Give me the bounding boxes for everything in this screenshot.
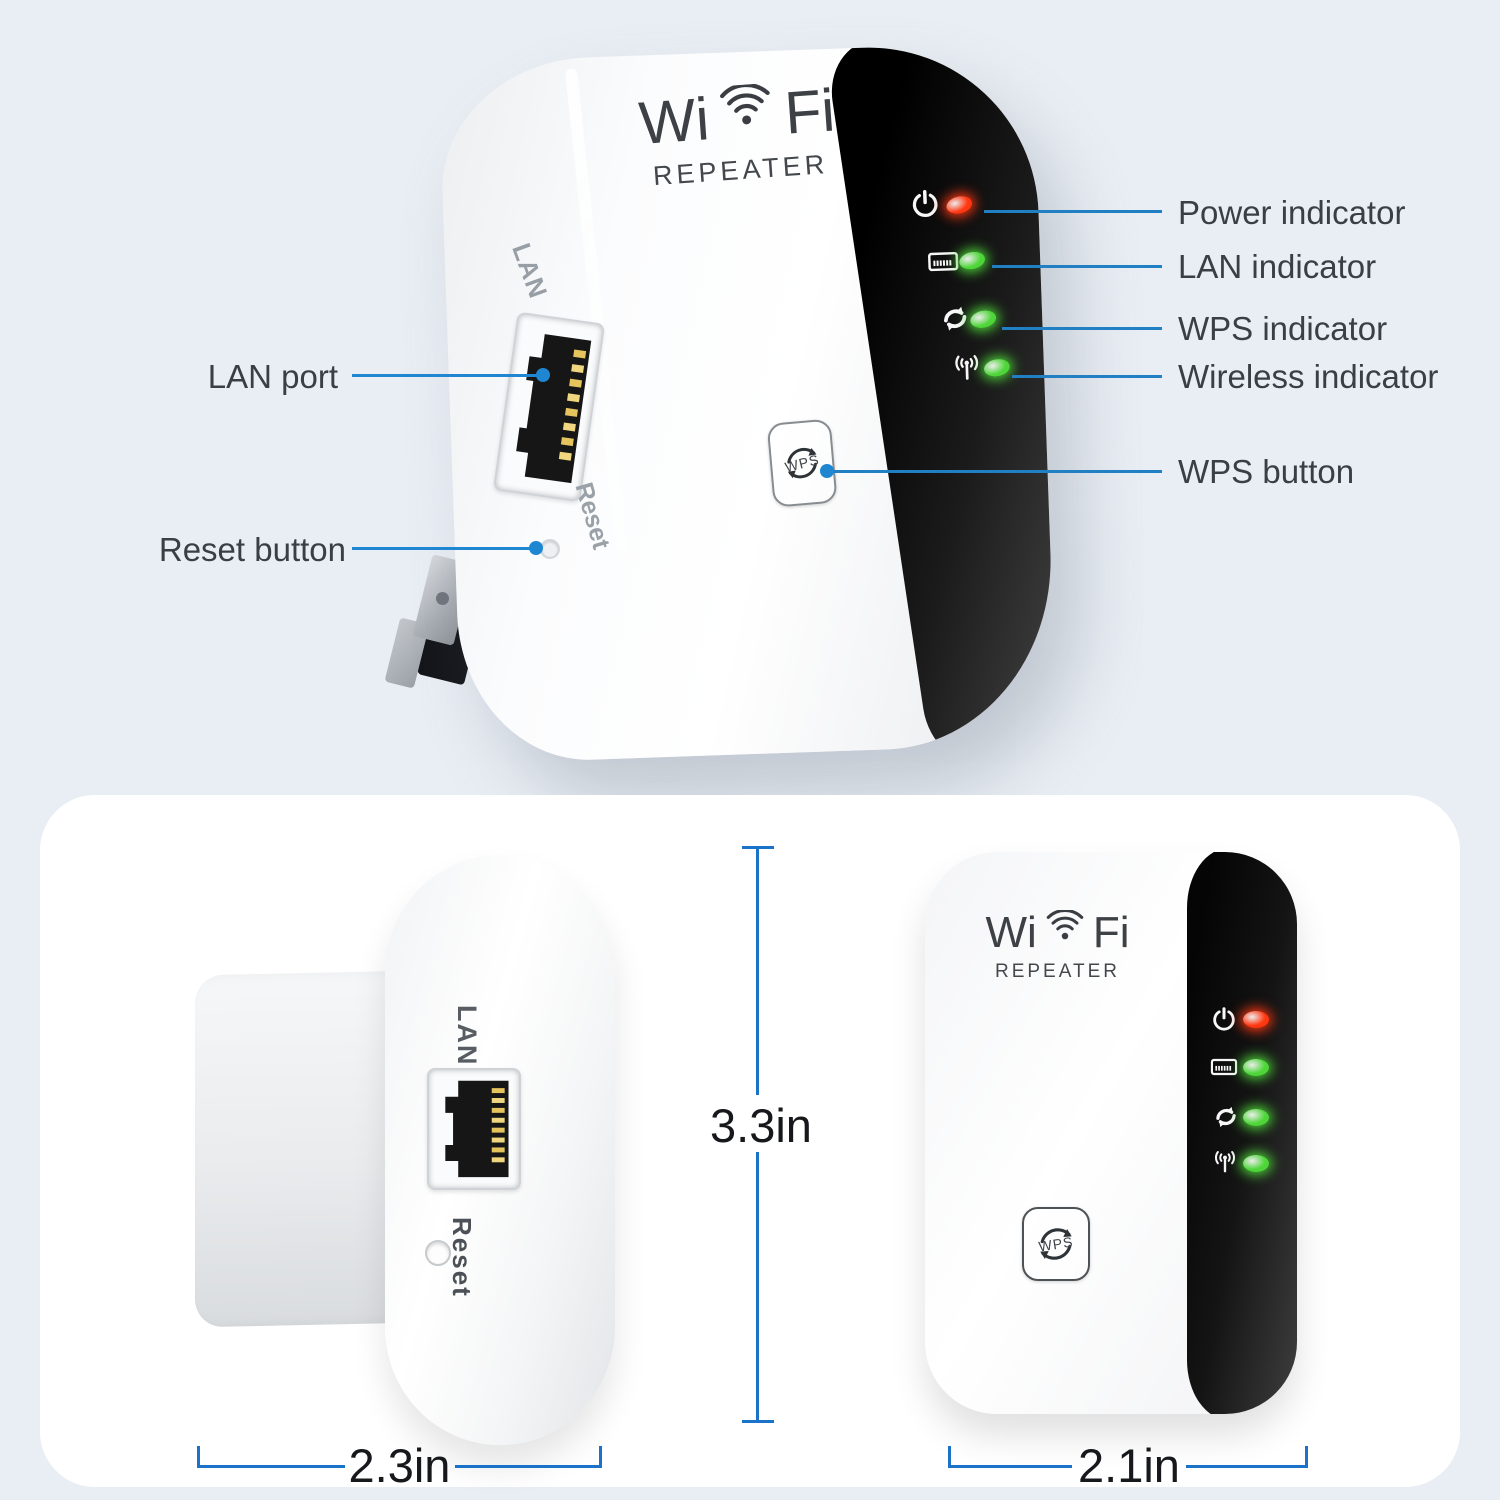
reset-button: [425, 1240, 451, 1266]
lan-port: [427, 1068, 521, 1190]
lan-port: [492, 311, 606, 503]
callout-line-reset: [352, 547, 534, 550]
wps-indicator-icon: [940, 303, 971, 334]
lan-indicator-icon: [1210, 1055, 1238, 1079]
callout-dot-wps-button: [820, 464, 834, 478]
wifi-arcs-icon: [715, 82, 778, 128]
label-reset-button: Reset button: [158, 531, 346, 568]
wifi-repeater-logo: Wi Fi REPEATER: [945, 908, 1170, 983]
dim-line: [950, 1465, 1072, 1468]
lan-led: [1243, 1059, 1269, 1076]
power-icon: [1211, 1006, 1237, 1032]
wifi-arcs-icon: [1043, 910, 1087, 941]
callout-line-wireless: [1012, 375, 1162, 378]
dim-tick: [599, 1446, 602, 1468]
power-icon: [910, 188, 941, 219]
label-power-indicator: Power indicator: [1178, 194, 1406, 231]
wps-indicator-icon: [1213, 1104, 1239, 1130]
dim-line-vertical: [756, 849, 759, 1095]
label-wireless-indicator: Wireless indicator: [1178, 358, 1439, 395]
label-lan-port: LAN port: [207, 358, 338, 395]
callout-line-power: [984, 210, 1162, 213]
label-lan-indicator: LAN indicator: [1178, 248, 1377, 285]
plug-block: [195, 970, 417, 1328]
dim-tick: [1305, 1446, 1308, 1468]
front-view-device: Wi Fi REPEATER WPS: [925, 852, 1297, 1414]
callout-line-lan: [992, 265, 1162, 268]
lan-indicator-icon: [927, 248, 960, 276]
side-view-body: LAN Reset: [385, 855, 615, 1445]
dimension-height: 3.3in: [710, 1099, 812, 1152]
dim-line-vertical: [756, 1152, 759, 1420]
lan-port-label: LAN: [506, 239, 554, 303]
rj45-connector-icon: [435, 1077, 512, 1181]
wifi-repeater-logo: Wi Fi REPEATER: [602, 73, 874, 195]
device-body: Wi Fi REPEATER LAN Reset WPS: [437, 41, 1058, 765]
callout-line-wps: [1002, 327, 1162, 330]
logo-subtitle: REPEATER: [994, 961, 1120, 982]
logo-wi: Wi: [636, 85, 712, 157]
dim-line: [1186, 1465, 1306, 1468]
dim-tick: [197, 1446, 200, 1468]
callout-dot-lan-port: [536, 368, 550, 382]
top-device-three-quarter-view: Wi Fi REPEATER LAN Reset WPS: [384, 40, 1060, 785]
side-view-device: LAN Reset: [193, 853, 618, 1447]
rj45-connector-icon: [502, 325, 595, 488]
dimension-side-width: 2.3in: [348, 1439, 451, 1492]
label-wps-indicator: WPS indicator: [1178, 310, 1388, 347]
label-wps-button: WPS button: [1178, 453, 1355, 490]
wps-button: WPS: [1022, 1207, 1090, 1281]
dimensions-panel: LAN Reset Wi Fi REPEATER: [40, 795, 1460, 1492]
wps-led: [1243, 1109, 1269, 1126]
callout-line-wps-button: [830, 470, 1162, 473]
logo-fi: Fi: [782, 76, 837, 147]
dim-line: [455, 1465, 600, 1468]
logo-wi: Wi: [985, 908, 1037, 957]
wireless-indicator-icon: [1211, 1149, 1239, 1174]
callout-dot-reset: [529, 541, 543, 555]
logo-fi: Fi: [1092, 908, 1130, 957]
dimension-front-width: 2.1in: [1078, 1439, 1180, 1492]
wireless-led: [1243, 1155, 1269, 1172]
led-stripe: [1187, 852, 1297, 1414]
lan-port-label: LAN: [452, 1005, 482, 1067]
power-led: [1243, 1011, 1269, 1028]
dim-bar: [742, 1420, 774, 1423]
reset-label: Reset: [447, 1217, 477, 1298]
dim-tick: [948, 1446, 951, 1468]
dim-line: [200, 1465, 345, 1468]
callout-line-lan-port: [352, 374, 542, 377]
dim-bar: [742, 846, 774, 849]
wireless-indicator-icon: [950, 353, 983, 382]
